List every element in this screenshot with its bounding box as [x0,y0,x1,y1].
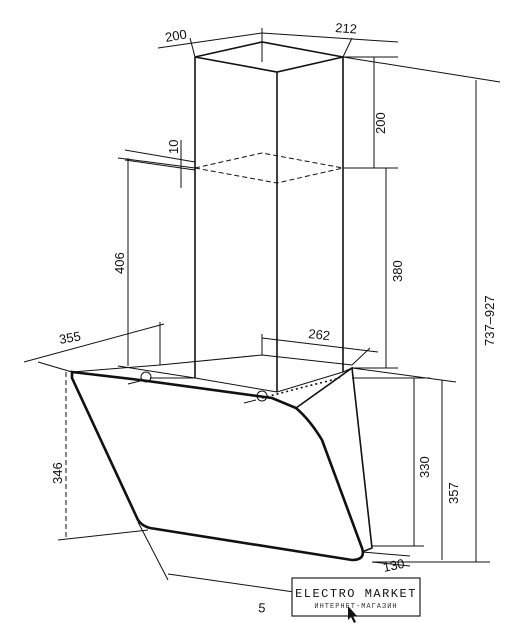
dim-hood-height: 357 [446,482,461,504]
cursor-icon [348,606,357,623]
dim-bottom-depth: 130 [382,556,406,575]
dimension-lines [23,28,501,593]
hood-body [70,354,373,562]
watermark-subtitle: ИНТЕРНЕТ-МАГАЗИН [314,603,397,611]
chimney [194,41,344,393]
watermark-title: ELECTRO MARKET [295,587,417,601]
dim-body-width: 262 [308,326,331,343]
dim-chimney-lower-height: 406 [112,252,127,274]
watermark-logo: ELECTRO MARKET ИНТЕРНЕТ-МАГАЗИН [291,577,421,623]
dim-chimney-top-gap: 200 [373,112,388,134]
dim-hood-depth: 355 [58,328,82,347]
dim-chimney-inner-height: 380 [390,260,405,282]
dim-overall-width: 5 [258,600,266,615]
dim-chimney-depth: 212 [335,20,358,36]
dim-body-height: 330 [417,456,432,478]
dim-bracket-offset: 10 [166,140,181,154]
dim-glass-height: 346 [50,462,65,484]
dim-chimney-width: 200 [164,26,188,45]
dim-total-height: 737–927 [482,295,497,346]
